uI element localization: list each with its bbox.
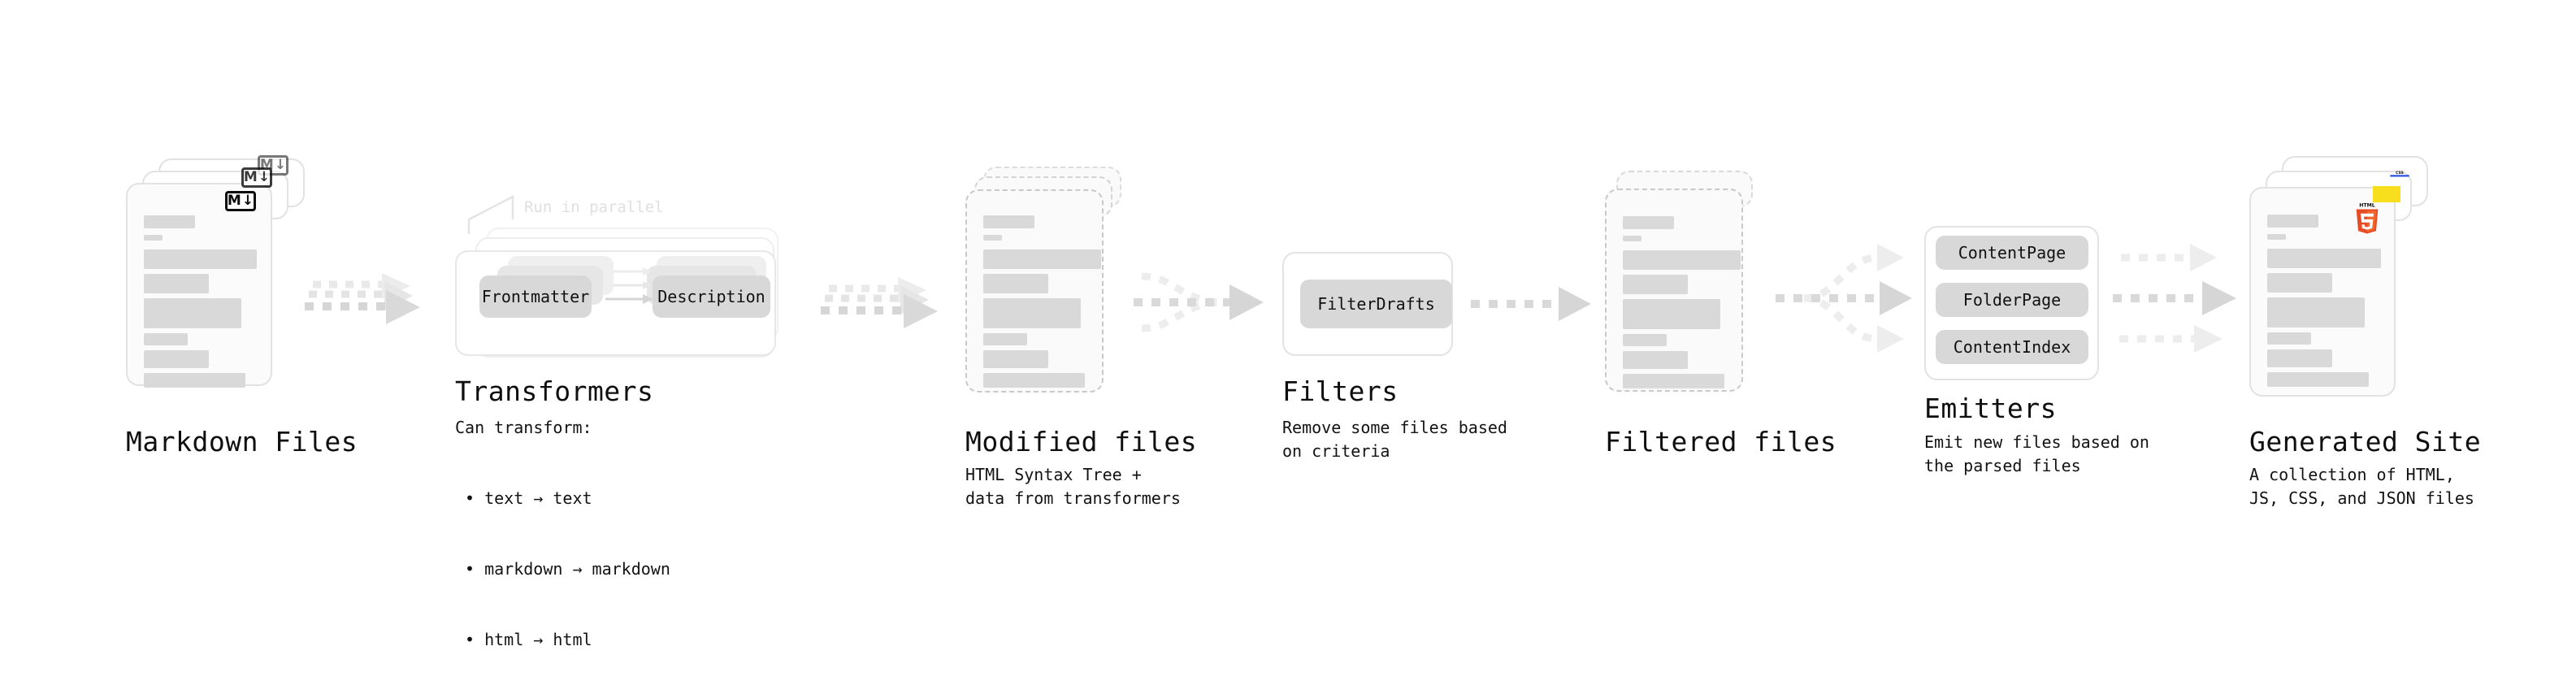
svg-text:CSS: CSS xyxy=(2396,171,2404,176)
modified-files-description: HTML Syntax Tree + data from transformer… xyxy=(965,465,1181,508)
emitters-title: Emitters xyxy=(1924,393,2057,424)
arrow-markdown-to-transformers xyxy=(305,273,420,324)
markdown-files-title: Markdown Files xyxy=(126,426,358,458)
filtered-files-title: Filtered files xyxy=(1605,426,1837,458)
skeleton-bar xyxy=(144,235,163,241)
skeleton-bar xyxy=(144,215,195,228)
emitters-chip-label: ContentPage xyxy=(1958,243,2066,262)
skeleton-bar xyxy=(144,333,188,345)
transformer-chip-frontmatter[interactable]: Frontmatter xyxy=(479,275,592,318)
modified-files-title: Modified files xyxy=(965,426,1198,458)
skeleton-bar xyxy=(983,249,1101,269)
modified-card-front xyxy=(965,189,1104,393)
skeleton-bar xyxy=(2267,349,2332,367)
skeleton-bar xyxy=(144,373,245,388)
emitters-chip-contentpage[interactable]: ContentPage xyxy=(1936,236,2088,270)
skeleton-bar xyxy=(983,350,1048,368)
markdown-icon-arrow: ↓ xyxy=(258,169,271,185)
skeleton-bar xyxy=(1623,374,1724,388)
skeleton-bar xyxy=(1623,236,1641,241)
transformers-description: Can transform: xyxy=(455,418,592,437)
skeleton-bar xyxy=(2267,332,2311,345)
markdown-icon-arrow: ↓ xyxy=(241,193,254,209)
transformers-bullet-list: • text → text • markdown → markdown • ht… xyxy=(465,440,670,681)
skeleton-bar xyxy=(1623,351,1688,369)
markdown-icon-letter: M xyxy=(227,193,241,209)
skeleton-bar xyxy=(1623,216,1674,229)
arrow-filtered-to-emitters-split xyxy=(1776,244,1912,353)
emitters-chip-label: ContentIndex xyxy=(1953,337,2071,357)
markdown-icon-letter: M xyxy=(243,169,258,185)
filters-title: Filters xyxy=(1282,375,1399,407)
emitters-chip-label: FolderPage xyxy=(1962,290,2062,310)
svg-text:HTML: HTML xyxy=(2359,203,2375,209)
html5-icon: HTML xyxy=(2356,203,2379,234)
skeleton-bar xyxy=(2267,249,2381,268)
skeleton-bar xyxy=(2267,215,2318,228)
filters-description: Remove some files based on criteria xyxy=(1282,418,1507,461)
generated-site-title: Generated Site xyxy=(2249,426,2482,458)
transformers-bullet-item: • html → html xyxy=(465,630,592,649)
skeleton-bar xyxy=(983,298,1081,328)
skeleton-bar xyxy=(2267,273,2332,293)
skeleton-bar xyxy=(1623,250,1741,270)
skeleton-bar xyxy=(2267,297,2365,327)
arrow-emitters-to-site xyxy=(2113,244,2236,353)
run-in-parallel-leader-line xyxy=(467,194,514,234)
css3-icon: CSS xyxy=(2390,171,2409,177)
markdown-icon: M↓ xyxy=(241,167,272,188)
skeleton-bar xyxy=(983,373,1085,388)
emitters-description: Emit new files based on the parsed files xyxy=(1924,432,2149,475)
skeleton-bar xyxy=(983,235,1002,241)
generated-card-front-html xyxy=(2249,187,2396,397)
transformers-bullet-item: • markdown → markdown xyxy=(465,559,670,579)
skeleton-bar xyxy=(1623,334,1667,346)
transformer-chip-label: Frontmatter xyxy=(481,287,590,306)
filtered-card-front xyxy=(1605,189,1743,392)
skeleton-bar xyxy=(144,298,241,328)
markdown-icon: M↓ xyxy=(225,191,256,211)
transformer-inner-arrows xyxy=(605,267,653,304)
emitters-chip-folderpage[interactable]: FolderPage xyxy=(1936,283,2088,317)
skeleton-bar xyxy=(144,350,209,368)
skeleton-bar xyxy=(1623,275,1688,294)
run-in-parallel-label: Run in parallel xyxy=(524,198,664,216)
arrow-modified-to-filters-merge xyxy=(1134,272,1264,332)
js-icon xyxy=(2373,186,2400,202)
filters-chip-label: FilterDrafts xyxy=(1317,294,1435,314)
skeleton-bar xyxy=(2267,234,2286,240)
transformer-chip-label: Description xyxy=(657,287,765,306)
filters-chip-filterdrafts[interactable]: FilterDrafts xyxy=(1300,280,1452,328)
skeleton-bar xyxy=(983,333,1027,345)
markdown-icon-arrow: ↓ xyxy=(274,157,287,173)
emitters-chip-contentindex[interactable]: ContentIndex xyxy=(1936,330,2088,364)
transformers-title: Transformers xyxy=(455,375,654,407)
transformers-bullet-item: • text → text xyxy=(465,488,592,508)
arrow-filters-to-filtered xyxy=(1471,287,1591,321)
transformer-chip-description[interactable]: Description xyxy=(653,275,770,318)
skeleton-bar xyxy=(983,215,1034,228)
markdown-card-front xyxy=(126,183,272,388)
skeleton-bar xyxy=(144,274,209,293)
skeleton-bar xyxy=(2267,372,2369,387)
skeleton-bar xyxy=(1623,299,1720,329)
skeleton-bar xyxy=(144,249,257,269)
generated-site-description: A collection of HTML, JS, CSS, and JSON … xyxy=(2249,465,2474,508)
skeleton-bar xyxy=(983,274,1048,293)
arrow-transformers-to-modified xyxy=(821,277,938,328)
